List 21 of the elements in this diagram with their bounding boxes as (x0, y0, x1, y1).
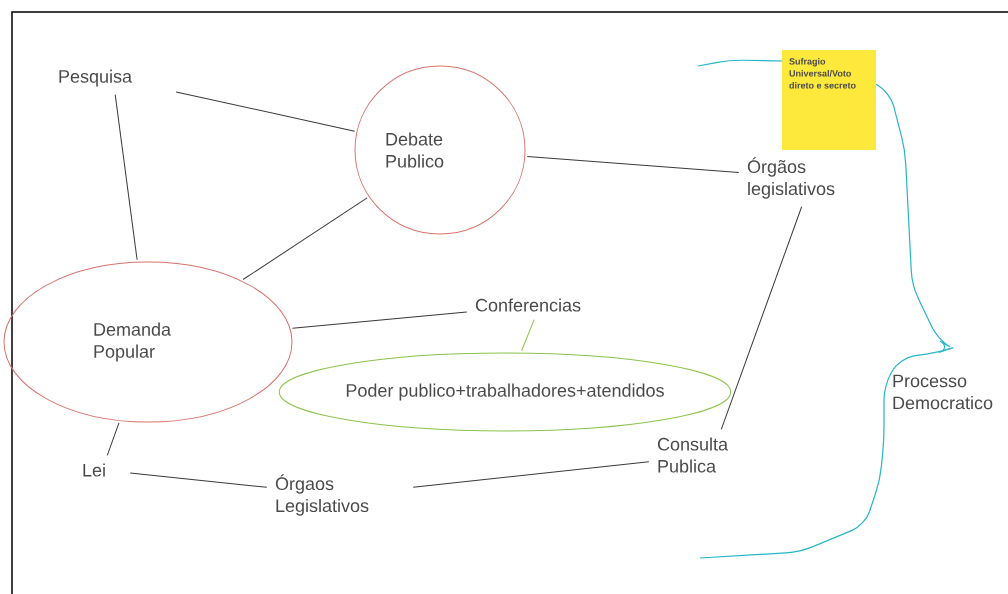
text-label: Processo Democratico (893, 374, 993, 410)
text-label: Órgãos legislativos (747, 157, 835, 199)
text-label: Órgaos Legislativos (275, 474, 369, 516)
text-label: Consulta Publica (657, 437, 729, 473)
text-label: Pesquisa (59, 69, 133, 87)
connector-line (291, 311, 468, 329)
ellipse-bubble: Demanda Popular (3, 261, 293, 423)
sticky-note: Sufragio Universal/Voto direto e secreto (782, 50, 876, 150)
connector-line (526, 156, 740, 173)
connector-line (106, 422, 120, 456)
connector-line (175, 91, 356, 132)
connector-line (720, 206, 803, 430)
connector-line (521, 319, 535, 352)
text-label: Lei (83, 463, 105, 477)
connector-line (129, 472, 268, 488)
connector-line (412, 461, 650, 488)
ellipse-bubble: Debate Publico (354, 65, 526, 235)
text-label: Conferencias (475, 298, 581, 312)
ellipse-bubble: Poder publico+trabalhadores+atendidos (278, 352, 732, 432)
connector-line (242, 197, 368, 280)
connector-line (114, 94, 138, 261)
